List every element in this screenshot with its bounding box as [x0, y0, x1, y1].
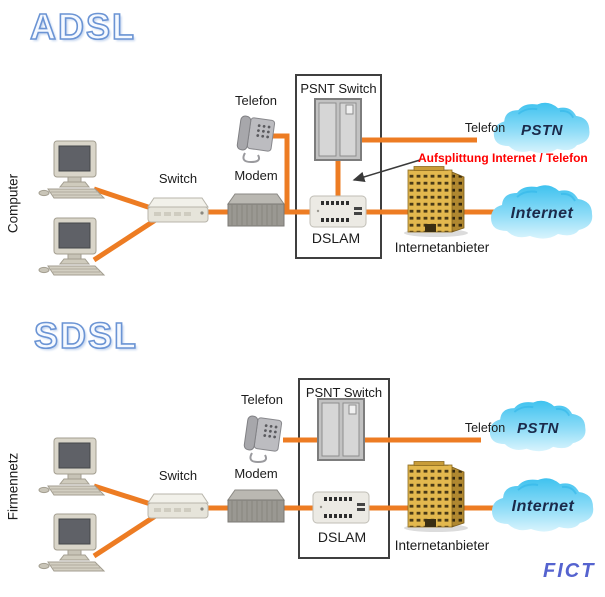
building-icon	[394, 166, 478, 238]
sdsl-modem-label: Modem	[234, 466, 278, 481]
adsl-dslam-label: DSLAM	[311, 230, 361, 246]
adsl-network-label: Computer	[5, 173, 21, 234]
adsl-switch-label: Switch	[158, 171, 198, 186]
sdsl-title: SDSL	[33, 314, 139, 357]
adsl-phone-label: Telefon	[235, 93, 277, 108]
phone-icon	[236, 112, 278, 164]
pstn-cloud: PSTN	[490, 100, 594, 160]
sdsl-psnt-label: PSNT Switch	[305, 385, 383, 400]
fict-logo: FICT	[543, 560, 596, 582]
internet-cloud: Internet	[487, 183, 597, 245]
computer-icon	[38, 217, 110, 279]
internet-cloud: Internet	[488, 476, 598, 538]
building-icon	[394, 461, 478, 533]
arrow-icon	[352, 159, 421, 182]
internet-cloud-label: Internet	[511, 498, 575, 515]
pstn-cloud-label: PSTN	[516, 419, 559, 437]
sdsl-provider-label: Internetanbieter	[394, 538, 490, 553]
adsl-annotation: Aufsplittung Internet / Telefon	[418, 151, 588, 165]
cabinet-icon	[317, 398, 365, 461]
pstn-cloud-label: PSTN	[520, 121, 563, 139]
modem-icon	[226, 488, 286, 526]
phone-icon	[243, 412, 285, 464]
sdsl-dslam-label: DSLAM	[317, 529, 367, 545]
modem-icon	[226, 192, 286, 230]
pstn-cloud: PSTN	[486, 398, 590, 458]
adsl-psnt-label: PSNT Switch	[300, 81, 377, 96]
adsl-pstn-line-label: Telefon	[464, 121, 506, 135]
sdsl-pstn-line-label: Telefon	[464, 421, 506, 435]
switch-icon	[146, 194, 210, 226]
computer-icon	[38, 513, 110, 575]
sdsl-network-label: Firmennetz	[5, 452, 21, 521]
adsl-provider-label: Internetanbieter	[394, 240, 490, 255]
dslam-icon	[312, 491, 370, 524]
dslam-icon	[309, 195, 367, 228]
adsl-modem-label: Modem	[234, 168, 278, 183]
computer-icon	[38, 437, 110, 499]
sdsl-switch-label: Switch	[158, 468, 198, 483]
switch-icon	[146, 490, 210, 522]
sdsl-phone-label: Telefon	[241, 392, 283, 407]
computer-icon	[38, 140, 110, 202]
cabinet-icon	[314, 98, 362, 161]
adsl-title: ADSL	[29, 5, 136, 48]
internet-cloud-label: Internet	[510, 205, 574, 222]
